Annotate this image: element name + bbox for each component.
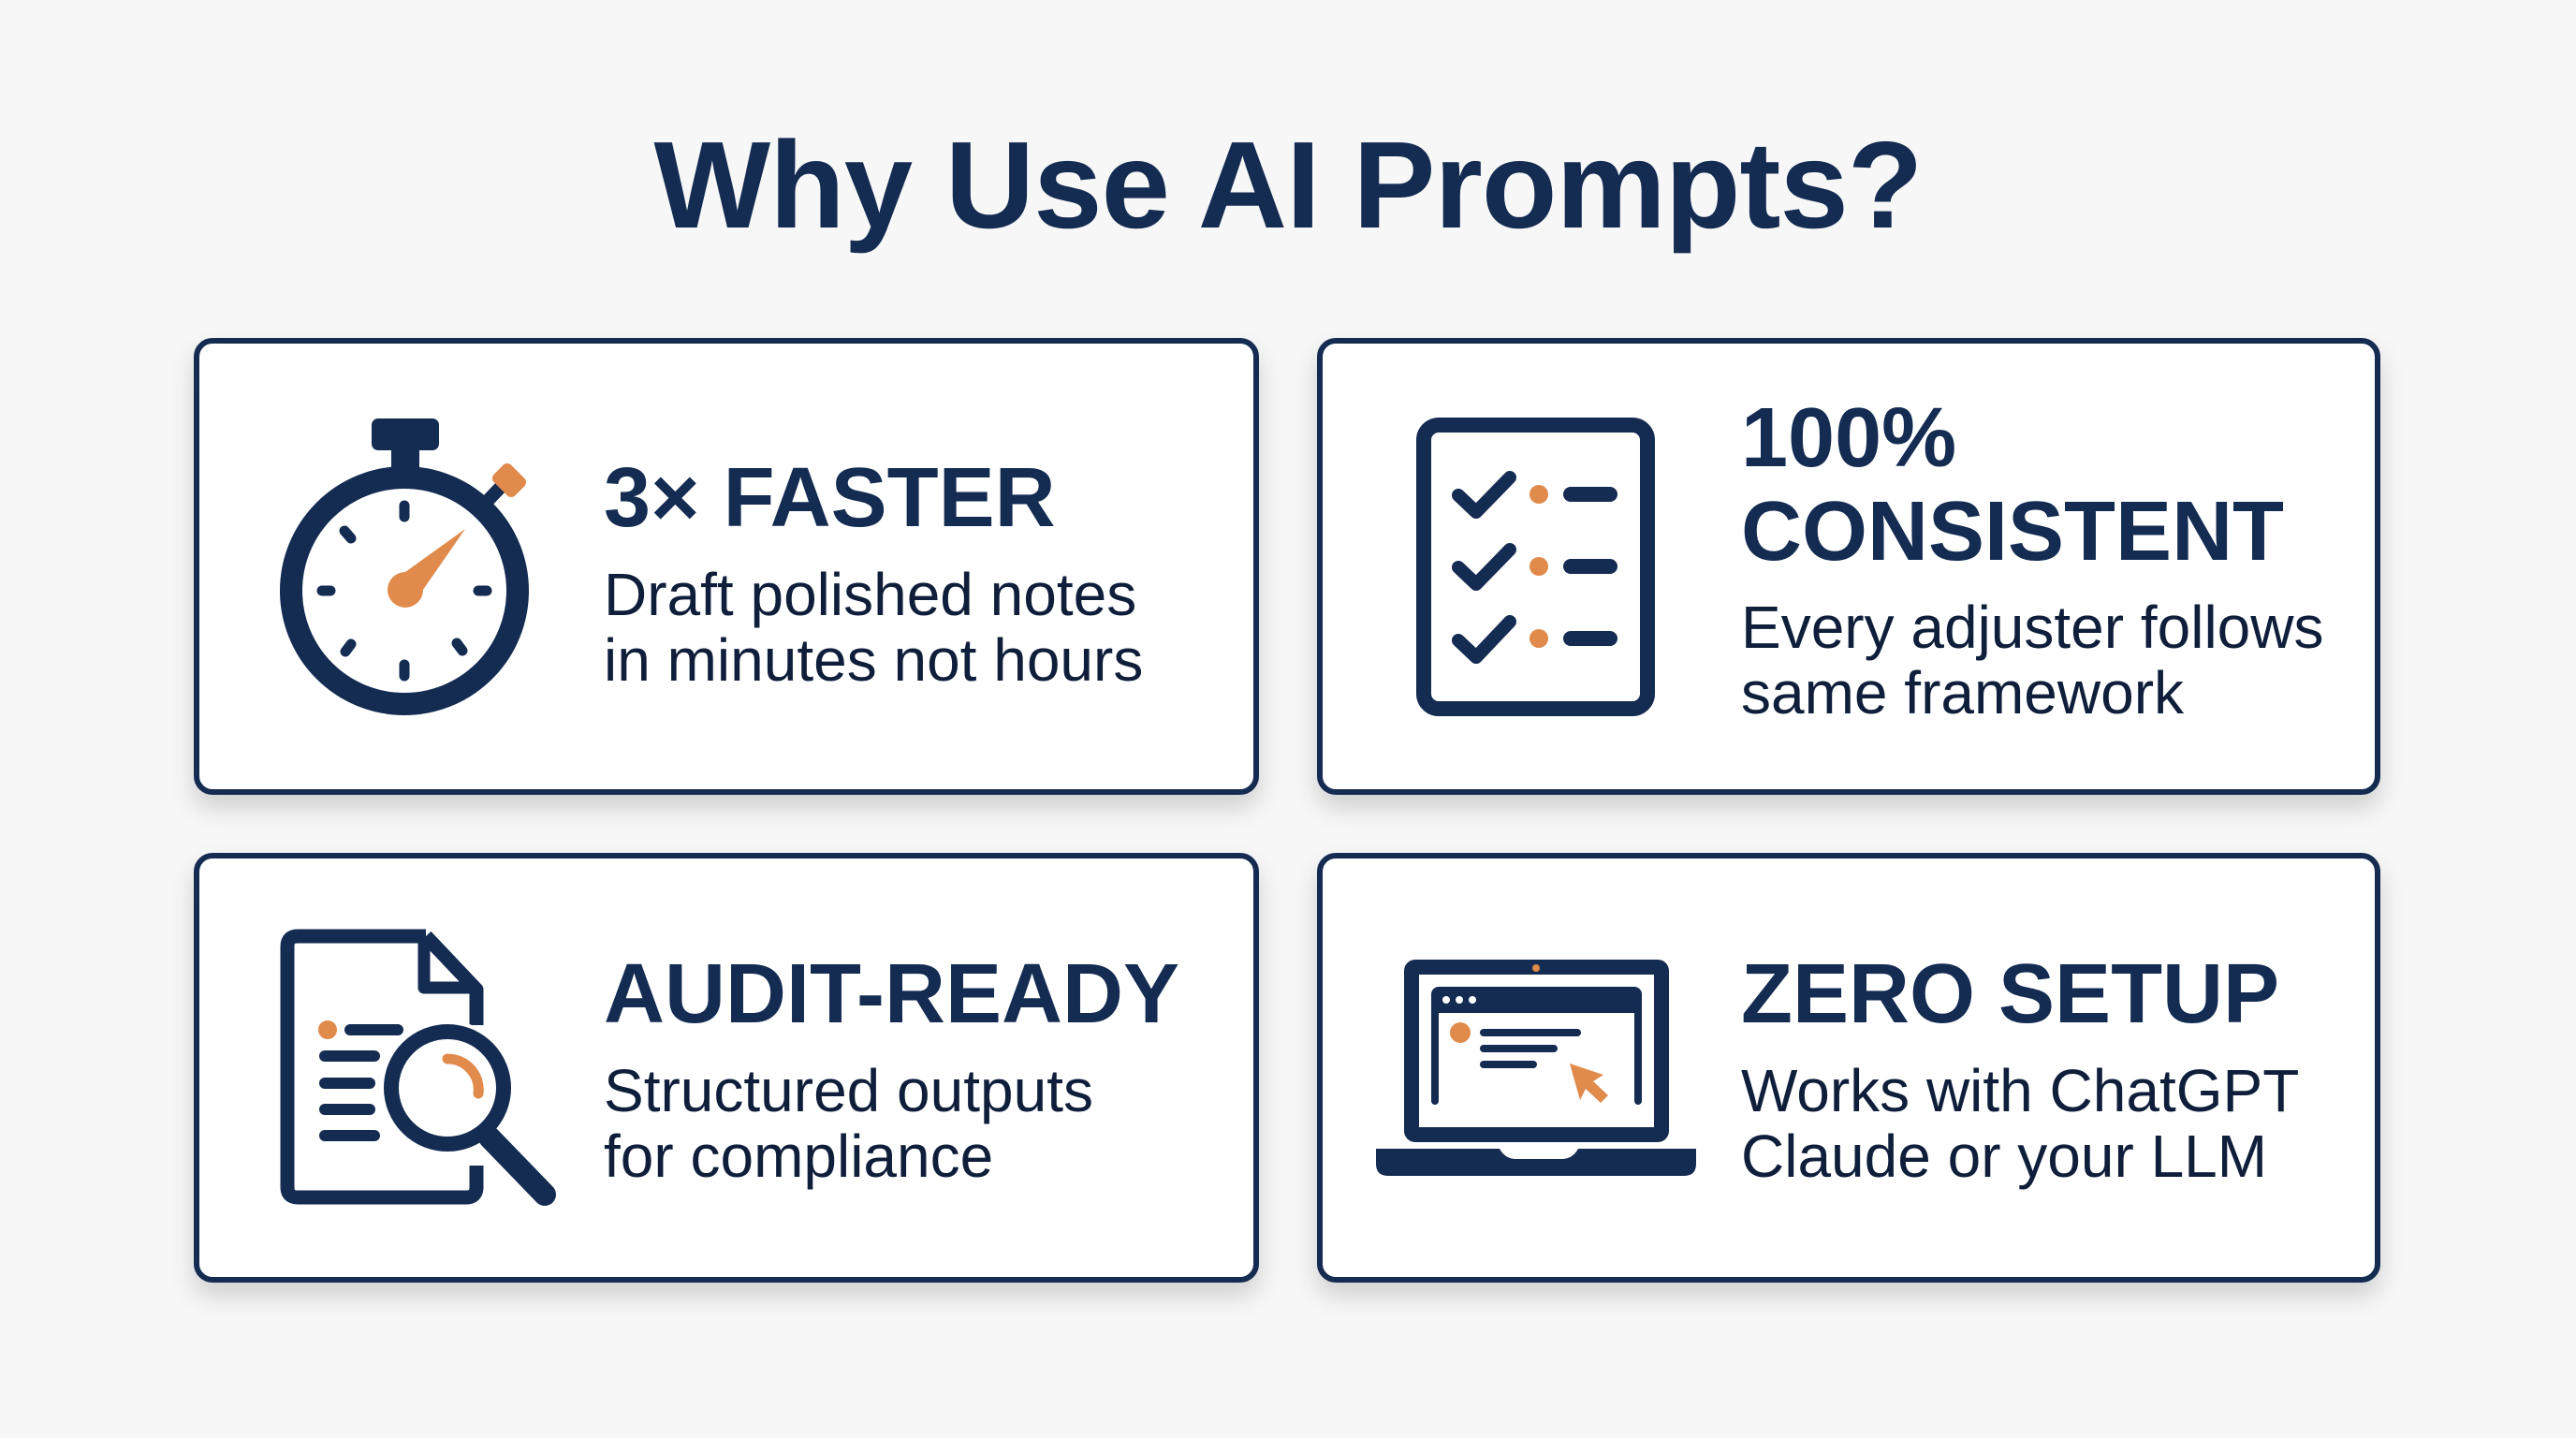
card-audit-text: AUDIT-READY Structured outputs for compl… xyxy=(604,947,1179,1189)
benefit-card-audit-ready xyxy=(194,853,1259,1283)
card-description-line: Claude or your LLM xyxy=(1741,1123,2268,1190)
checklist-icon xyxy=(1416,418,1655,716)
card-description-line: Draft polished notes xyxy=(604,561,1137,628)
card-description-line: for compliance xyxy=(604,1123,994,1190)
laptop-icon xyxy=(1376,960,1696,1176)
card-heading: ZERO SETUP xyxy=(1741,947,2280,1041)
card-description-line: in minutes not hours xyxy=(604,626,1144,694)
card-heading: AUDIT-READY xyxy=(604,947,1180,1041)
card-heading: 100% xyxy=(1741,391,1957,485)
card-description-line: Works with ChatGPT xyxy=(1741,1057,2300,1124)
document-search-icon xyxy=(280,929,556,1206)
card-heading: CONSISTENT xyxy=(1741,485,2285,579)
card-description-line: same framework xyxy=(1741,659,2184,726)
page-title: Why Use AI Prompts? xyxy=(653,116,1924,254)
card-heading: 3× FASTER xyxy=(604,451,1056,545)
card-description-line: Structured outputs xyxy=(604,1057,1093,1124)
card-consistent-text: 100% CONSISTENT Every adjuster follows s… xyxy=(1741,391,2323,726)
card-faster-text: 3× FASTER Draft polished notes in minute… xyxy=(604,451,1143,693)
stopwatch-icon xyxy=(280,418,529,715)
card-zero-setup-text: ZERO SETUP Works with ChatGPT Claude or … xyxy=(1741,947,2299,1189)
card-description-line: Every adjuster follows xyxy=(1741,594,2324,661)
